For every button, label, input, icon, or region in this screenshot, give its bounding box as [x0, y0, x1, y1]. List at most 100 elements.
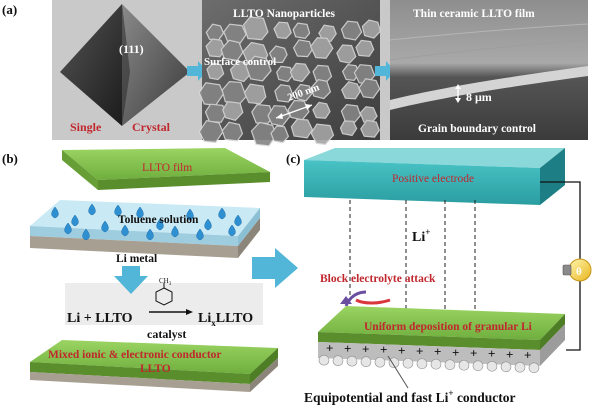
panel-b: (b) LLTO film Toluene solution Li metal … — [2, 148, 278, 392]
li-grain — [444, 359, 456, 371]
li-grain — [388, 357, 400, 369]
panel-a: (a) (111) Single Crystal LLTO Nanopartic… — [2, 0, 589, 147]
droplet-icon — [228, 224, 236, 237]
grain-shape — [312, 101, 331, 119]
li-grain — [360, 356, 372, 368]
plus-charge: + — [524, 347, 531, 362]
li-grain — [332, 355, 344, 367]
droplet-icon — [114, 204, 122, 217]
grain-shape — [242, 16, 269, 41]
crystal-face-label: (111) — [119, 42, 144, 56]
droplet-icon — [234, 214, 242, 227]
grain-boundary-caption: Grain boundary control — [418, 123, 536, 135]
grain-shape — [276, 65, 294, 83]
toluene-solution-label: Toluene solution — [118, 214, 199, 226]
droplet-icon — [196, 228, 204, 241]
plus-charge: + — [326, 340, 333, 355]
caption-pointer — [387, 355, 409, 389]
scale-arrow-up-icon — [455, 84, 461, 89]
grain-shape — [355, 39, 375, 57]
product-label: LixLLTO — [198, 311, 253, 328]
grain-shape — [245, 55, 272, 82]
sem-nano-title: LLTO Nanoparticles — [233, 8, 335, 20]
droplet-icon — [51, 206, 59, 219]
panel-b-label: (b) — [2, 151, 18, 166]
reactant-label: Li + LLTO — [67, 311, 133, 326]
grain-shape — [341, 64, 361, 82]
li-grain — [416, 358, 428, 370]
droplet-icon — [88, 203, 96, 216]
grain-shape — [360, 119, 380, 138]
plus-charge: + — [380, 342, 387, 357]
li-ion-label: Li+ — [412, 227, 430, 245]
grain-shape — [310, 123, 335, 146]
droplet-icon — [82, 228, 90, 241]
methyl-label: CH3 — [159, 277, 172, 287]
plus-charge: + — [344, 341, 351, 356]
positive-electrode-label: Positive electrode — [392, 173, 474, 185]
grain-shape — [292, 22, 311, 40]
plus-charge: + — [506, 347, 513, 362]
llto-film-slab — [62, 148, 270, 190]
grain-shape — [206, 62, 225, 81]
plus-charge: + — [398, 343, 405, 358]
plus-charge: + — [452, 345, 459, 360]
grain-shape — [340, 81, 361, 100]
grain-shape — [294, 83, 313, 102]
grain-shape — [340, 103, 362, 124]
grain-shape — [220, 39, 244, 62]
panel-c: (c) Positive electrode θ Li+ Block elect… — [286, 148, 592, 405]
li-grain — [430, 358, 442, 370]
li-grain — [458, 359, 470, 371]
droplet-icon — [146, 228, 154, 241]
grain-shape — [361, 19, 382, 39]
charge-markers: ++++++++++++ — [326, 340, 531, 362]
toluene-molecule-icon — [155, 283, 173, 306]
reaction-box — [65, 283, 263, 325]
grain-shape — [250, 121, 277, 147]
grain-shape — [318, 24, 337, 42]
grain-shape — [270, 125, 290, 144]
droplet-icon — [156, 218, 164, 231]
grain-shape — [309, 37, 334, 59]
grain-shape — [268, 45, 288, 64]
grain-shape — [221, 121, 244, 142]
grain-shape — [198, 120, 224, 144]
block-electrolyte-label: Block electrolyte attack — [320, 273, 436, 285]
arrow-down-icon — [114, 266, 148, 294]
droplet-icon — [136, 206, 144, 219]
li-grain — [472, 360, 484, 372]
scale-arrow-down-icon — [455, 98, 461, 103]
light-bulb-icon — [562, 258, 592, 282]
li-grain — [374, 356, 386, 368]
grain-shape — [336, 44, 357, 64]
reaction-arrow-head-icon — [186, 309, 193, 315]
plus-charge: + — [416, 344, 423, 359]
llto-film-label: LLTO film — [142, 162, 192, 174]
surface-control-label: Surface control — [204, 56, 276, 68]
scale-arrow-left-icon — [276, 113, 283, 119]
li-grain — [514, 361, 526, 373]
grain-shape — [339, 120, 358, 137]
bulb-filament: θ — [576, 266, 582, 278]
droplet-icon — [218, 207, 226, 220]
catalyst-label: catalyst — [147, 327, 186, 341]
grain-shape — [289, 62, 311, 83]
li-grain — [318, 354, 330, 366]
li-grain — [346, 355, 358, 367]
li-metal-label: Li metal — [116, 253, 157, 265]
sem-film-title: Thin ceramic LLTO film — [413, 8, 535, 20]
sem-film-image — [389, 0, 589, 140]
octahedron-crystal — [60, 4, 190, 126]
deflect-arrow-head-icon — [340, 296, 352, 304]
panel-c-label: (c) — [286, 151, 300, 166]
droplet-icon — [171, 225, 179, 238]
grain-shape — [340, 20, 363, 41]
arrow-right-icon — [252, 248, 298, 288]
li-grain — [402, 357, 414, 369]
droplet-icon — [186, 208, 194, 221]
li-grain — [486, 360, 498, 372]
grain-shape — [292, 39, 313, 58]
grain-shape — [274, 84, 294, 103]
